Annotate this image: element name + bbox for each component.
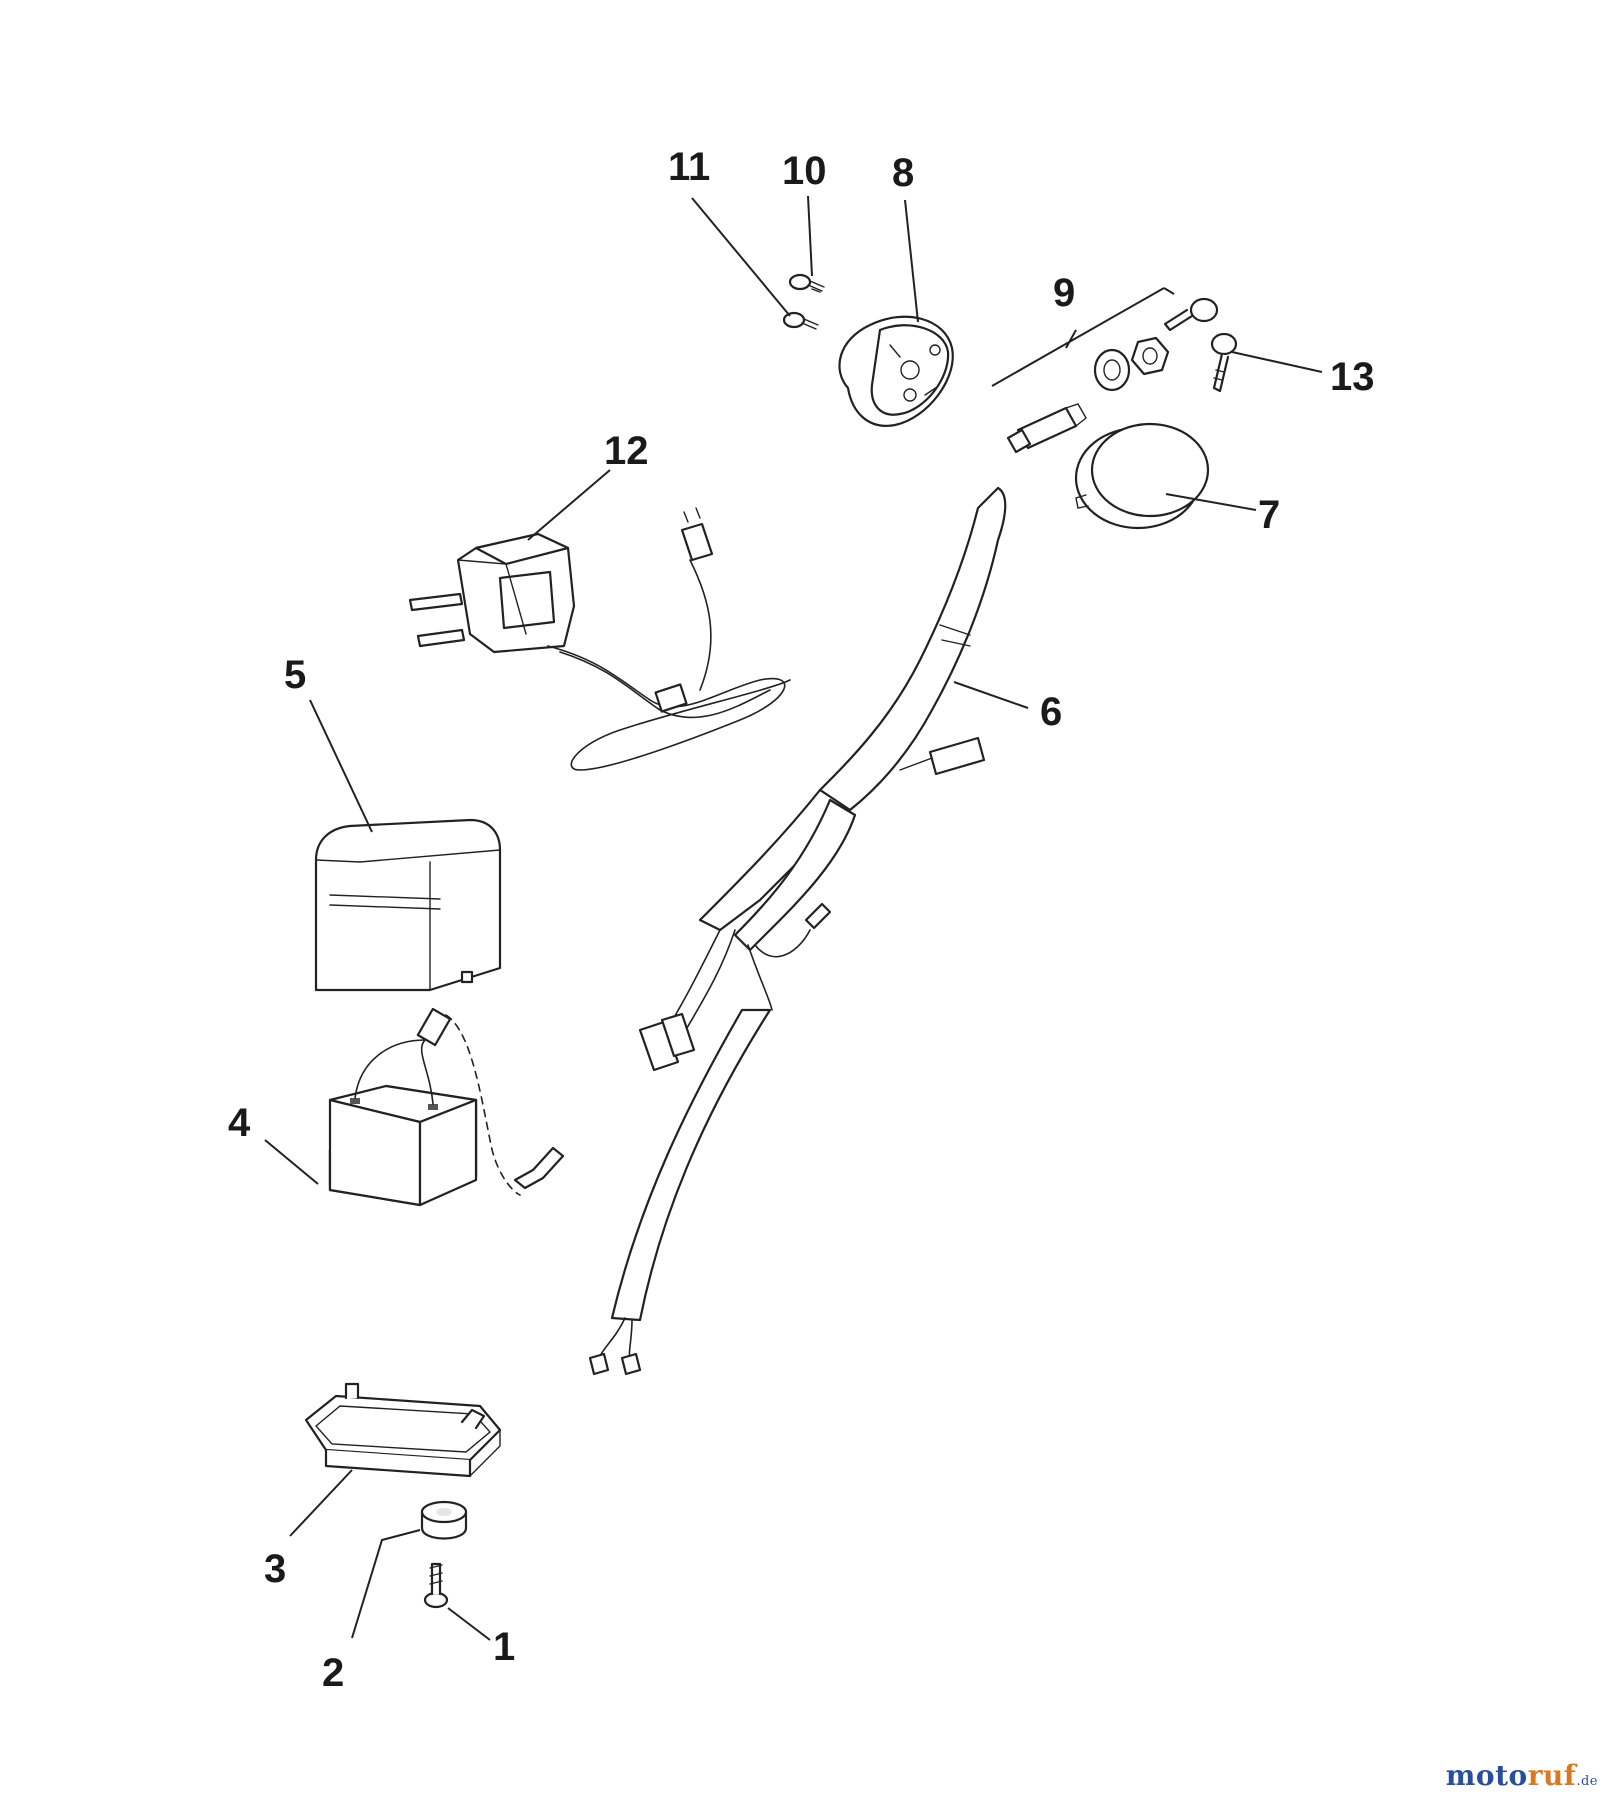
motoruf-watermark-logo: motoruf.de xyxy=(1445,1759,1598,1792)
part-11-screw[interactable] xyxy=(782,311,819,330)
part-label-2: 2 xyxy=(322,1651,344,1695)
part-label-13: 13 xyxy=(1330,355,1375,399)
part-label-10: 10 xyxy=(782,149,827,193)
part-13-keys[interactable] xyxy=(1163,297,1238,393)
part-4-battery[interactable] xyxy=(328,1007,565,1207)
part-9-ignition-lock-set[interactable] xyxy=(1006,336,1170,454)
part-label-6: 6 xyxy=(1040,690,1062,734)
part-3-battery-tray[interactable] xyxy=(304,1382,502,1478)
part-2-spacer[interactable] xyxy=(420,1500,468,1540)
part-label-7: 7 xyxy=(1258,493,1280,537)
part-1-screw[interactable] xyxy=(423,1562,449,1609)
part-7-cover-cap[interactable] xyxy=(1074,422,1210,530)
part-label-11: 11 xyxy=(668,145,710,189)
part-label-1: 1 xyxy=(493,1625,515,1669)
part-12-battery-charger[interactable] xyxy=(408,507,791,771)
leader-lines xyxy=(264,195,1323,1641)
part-10-screw[interactable] xyxy=(788,273,825,293)
part-6-wiring-harness[interactable] xyxy=(588,486,1007,1376)
part-label-9: 9 xyxy=(1053,271,1075,315)
part-number-labels: 11 10 8 9 13 12 7 5 6 4 3 1 2 xyxy=(228,145,1375,1695)
part-label-12: 12 xyxy=(604,429,649,473)
part-8-switch-housing[interactable] xyxy=(838,315,954,427)
part-5-battery-cover[interactable] xyxy=(314,818,502,992)
part-label-3: 3 xyxy=(264,1547,286,1591)
part-label-4: 4 xyxy=(228,1101,251,1145)
part-label-5: 5 xyxy=(284,653,306,697)
part-label-8: 8 xyxy=(892,151,914,195)
